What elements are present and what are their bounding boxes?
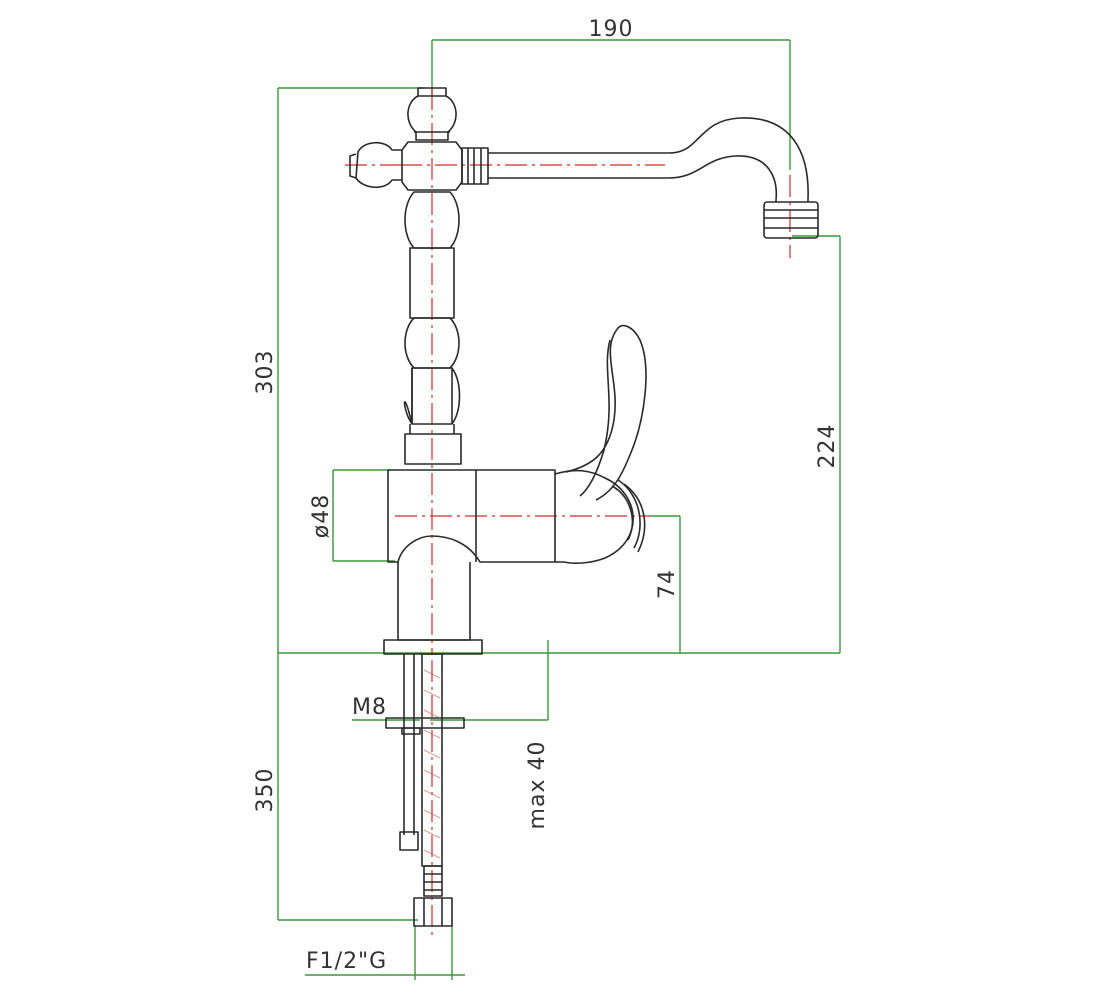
dim-f12-label: F1/2"G: [306, 949, 387, 974]
center-lines: [345, 88, 791, 935]
spout-collar: [461, 147, 489, 185]
top-cap: [407, 87, 457, 141]
dim-224-label: 224: [815, 424, 840, 469]
base-plate: [383, 639, 483, 655]
dim-m8-label: M8: [352, 695, 387, 720]
dim-74-label: 74: [655, 569, 680, 599]
dimension-lines: [277, 39, 841, 980]
hose-braid-hatch: [423, 669, 441, 859]
dim-40-label: max 40: [525, 741, 550, 830]
lever-handle: [565, 324, 647, 501]
column-ring: [404, 433, 462, 465]
dimension-labels: 190 303 224 ø48 74 M8 max 40 350 F1/2"G: [253, 17, 840, 974]
body-stem: [397, 562, 471, 641]
dim-48-label: ø48: [309, 494, 334, 538]
faucet-outline: [349, 87, 819, 927]
dim-303-label: 303: [253, 350, 278, 395]
outlet-aerator: [763, 201, 819, 239]
spout: [488, 117, 809, 202]
hose-connector-nut: [413, 897, 453, 927]
rod-nut: [399, 831, 419, 851]
dim-190-label: 190: [589, 17, 634, 42]
hose-crimp: [423, 865, 443, 897]
dim-350-label: 350: [253, 768, 278, 813]
head-block: [401, 141, 463, 191]
mounting-washer: [385, 717, 465, 729]
main-body: [387, 469, 556, 563]
side-knob: [355, 141, 402, 189]
handle-hub: [554, 469, 634, 564]
